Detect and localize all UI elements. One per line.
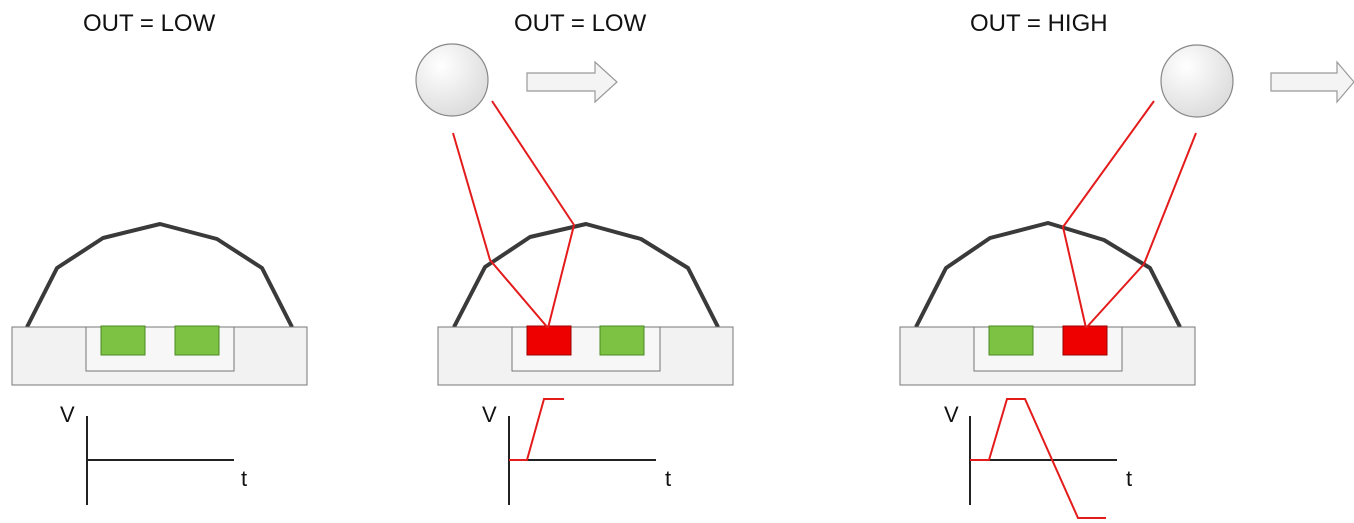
panel-3-title: OUT = HIGH [970,10,1108,37]
panel-1-x-label: t [241,466,248,491]
motion-arrow [1270,60,1354,104]
voltage-graph [508,398,656,505]
ir-sensor-element-left [988,325,1034,356]
voltage-signal [509,398,564,461]
fresnel-lens-dome [452,222,720,328]
moving-object [415,43,489,117]
ir-sensor-element-right [599,325,645,356]
panel-1 [11,222,308,505]
moving-object [1160,44,1234,118]
panel-1-title: OUT = LOW [83,10,216,37]
ir-sensor-element-right [1062,325,1108,356]
panel-3 [899,44,1354,519]
panel-2-x-label: t [665,466,672,491]
panel-2-title: OUT = LOW [514,10,647,37]
light-rays [452,100,576,329]
panel-2 [415,43,734,505]
fresnel-lens-dome [914,221,1182,328]
voltage-graph [969,398,1117,519]
ir-sensor-element-right [174,325,220,356]
motion-arrow [526,60,618,104]
panel-3-y-label: V [944,402,959,427]
light-rays [1061,100,1197,329]
fresnel-lens-dome [25,222,294,328]
voltage-graph [86,416,234,505]
panel-1-y-label: V [60,402,75,427]
ir-sensor-element-left [100,325,146,356]
panel-2-y-label: V [482,402,497,427]
ir-sensor-element-left [526,325,572,356]
voltage-signal [970,398,1106,519]
panel-3-x-label: t [1126,466,1133,491]
